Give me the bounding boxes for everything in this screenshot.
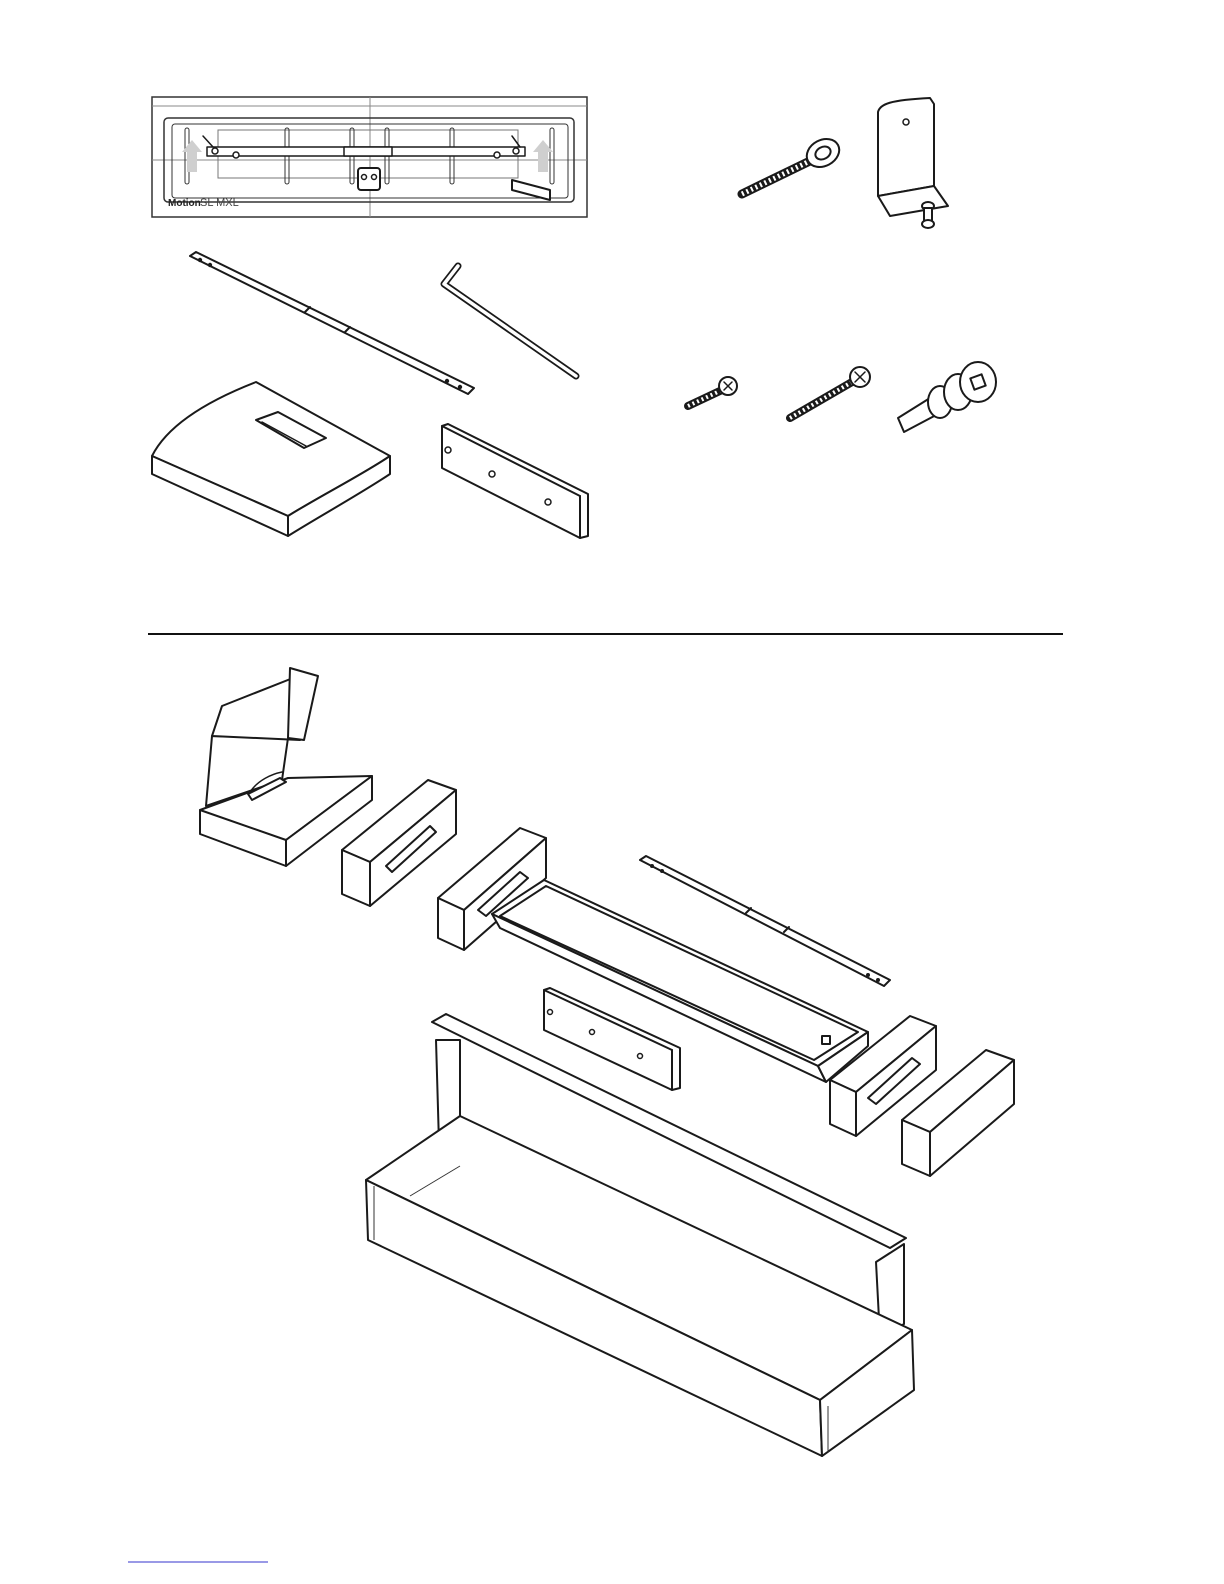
long-screw [790, 367, 870, 418]
hex-bolt [742, 134, 844, 194]
mounting-rail [190, 252, 474, 394]
mounting-template: Motion SL MXL [152, 97, 587, 217]
end-cap-bracket [442, 424, 588, 538]
template-model-label: SL MXL [200, 197, 239, 209]
l-bracket [878, 98, 948, 228]
template-brand-label: Motion [168, 198, 201, 209]
packaging-box-small [200, 668, 372, 866]
wall-anchors [898, 362, 996, 432]
hex-key [444, 266, 576, 376]
short-screw [688, 377, 737, 406]
speaker-cover [152, 382, 390, 536]
